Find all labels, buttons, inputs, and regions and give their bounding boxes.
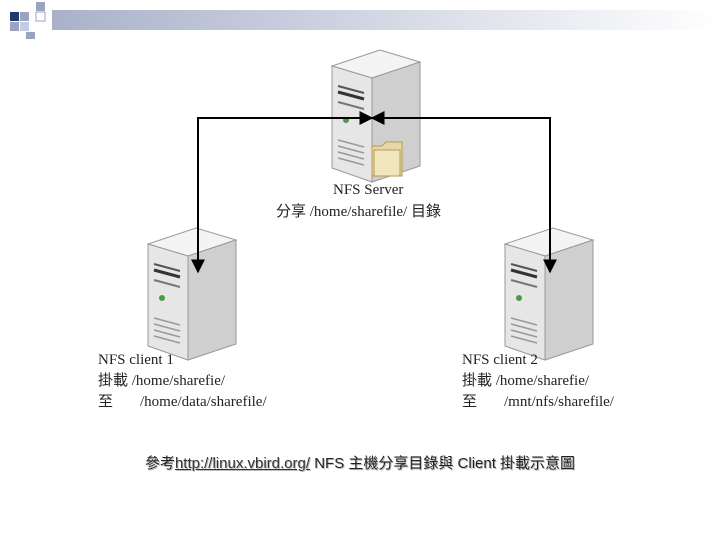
client1-title: NFS client 1 [98,352,174,368]
client1-mount: 掛載 /home/sharefie/ [98,373,226,389]
client2-mount: 掛載 /home/sharefie/ [462,373,590,389]
client2-title: NFS client 2 [462,352,538,368]
client2-to: 至 [462,394,478,410]
reference-link[interactable]: http://linux.vbird.org/ [174,455,311,472]
caption: 參考http://linux.vbird.org/ NFS 主機分享目錄與 Cl… [0,452,720,473]
client2-target: /mnt/nfs/sharefile/ [504,394,614,410]
server-title: NFS Server [333,182,404,198]
header-decoration [10,2,720,39]
caption-suffix: NFS 主機分享目錄與 Client 掛載示意圖 [310,455,576,472]
mount-arrow-client2 [370,111,557,274]
server-share-path: 分享 /home/sharefile/ 目錄 [276,204,441,220]
caption-prefix: 參考 [144,455,175,472]
client1-to: 至 [98,394,114,410]
client1-target: /home/data/sharefile/ [140,394,267,410]
mount-arrow-client1 [191,111,374,274]
client1-tower-icon [146,226,238,362]
folder-icon [371,141,403,177]
